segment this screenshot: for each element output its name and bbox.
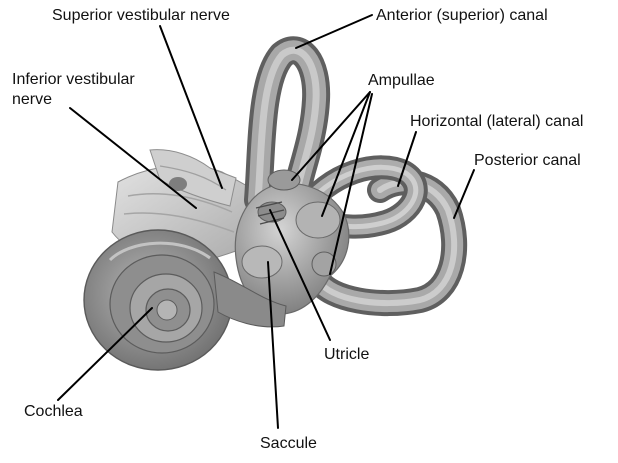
label-superior-vestibular-nerve: Superior vestibular nerve: [52, 6, 230, 25]
label-inferior-vestibular-nerve-line1: Inferior vestibular: [12, 70, 135, 89]
leader-posterior-canal: [454, 170, 474, 218]
utricle-shape: [296, 202, 340, 238]
label-saccule: Saccule: [260, 434, 317, 453]
leader-anterior-canal: [296, 15, 372, 48]
saccule-shape: [242, 246, 282, 278]
label-ampullae: Ampullae: [368, 71, 435, 90]
label-posterior-canal: Posterior canal: [474, 151, 581, 170]
label-utricle: Utricle: [324, 345, 369, 364]
label-anterior-canal: Anterior (superior) canal: [376, 6, 548, 25]
label-cochlea: Cochlea: [24, 402, 83, 421]
ampulla-anterior: [268, 170, 300, 190]
label-inferior-vestibular-nerve-line2: nerve: [12, 90, 52, 109]
label-horizontal-canal: Horizontal (lateral) canal: [410, 112, 583, 131]
